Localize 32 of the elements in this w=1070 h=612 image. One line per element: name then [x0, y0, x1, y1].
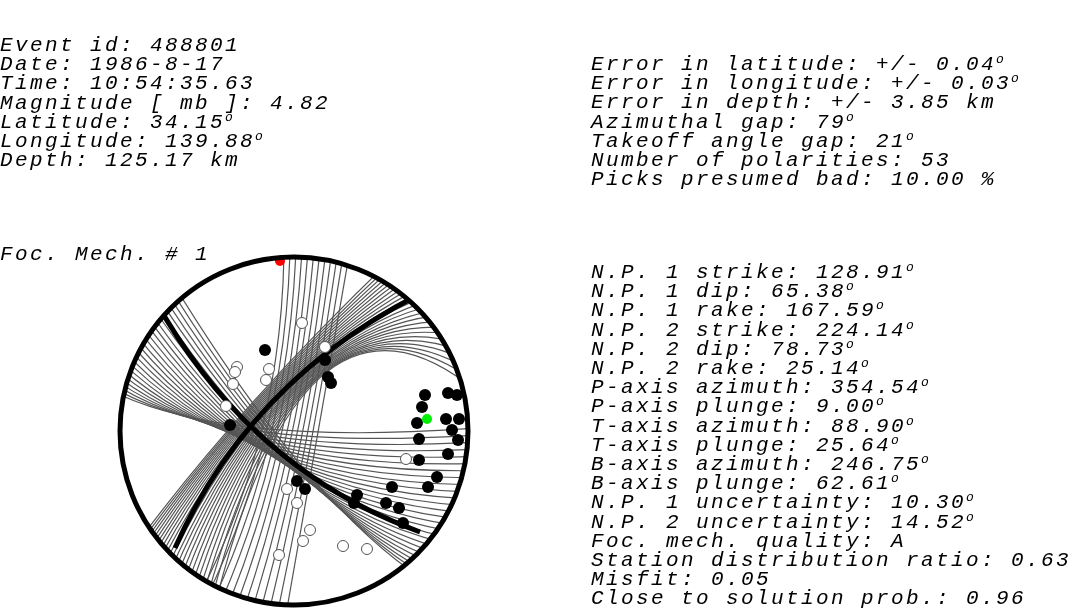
- mechanism-parameter: N.P. 2 strike: 224.14$^{o}$: [591, 320, 917, 340]
- event-parameter: Magnitude [ mb ]: 4.82: [0, 93, 331, 113]
- error-parameter: Error in depth: +/- 3.85 km: [591, 93, 997, 113]
- mechanism-parameter: N.P. 2 rake: 25.14$^{o}$: [591, 359, 872, 378]
- mechanism-parameter: N.P. 1 uncertainty: 10.30$^{o}$: [591, 493, 977, 513]
- mechanism-parameter: B-axis plunge: 62.61$^{o}$: [591, 474, 902, 494]
- error-parameter: Error in latitude: +/- 0.04$^{o}$: [591, 55, 1007, 74]
- error-parameter: Error in longitude: +/- 0.03$^{o}$: [591, 74, 1022, 94]
- mechanism-parameter: Foc. mech. quality: A: [591, 531, 907, 551]
- event-parameter: Date: 1986-8-17: [0, 55, 226, 75]
- mechanism-parameter: N.P. 2 uncertainty: 14.52$^{o}$: [591, 512, 977, 532]
- mechanism-parameter: Misfit: 0.05: [591, 570, 772, 590]
- error-parameter: Azimuthal gap: 79$^{o}$: [591, 112, 857, 132]
- event-parameter: Depth: 125.17 km: [0, 151, 241, 171]
- error-parameter: Picks presumed bad: 10.00 %: [591, 170, 997, 190]
- mechanism-parameter: N.P. 1 rake: 167.59$^{o}$: [591, 301, 887, 321]
- event-parameter: Time: 10:54:35.63: [0, 74, 256, 94]
- event-parameter: Event id: 488801: [0, 36, 241, 55]
- mechanism-parameter: P-axis azimuth: 354.54$^{o}$: [591, 378, 932, 398]
- error-parameter: Takeoff angle gap: 21$^{o}$: [591, 131, 917, 151]
- mechanism-parameter: N.P. 1 strike: 128.91$^{o}$: [591, 263, 917, 282]
- mechanism-parameter: B-axis azimuth: 246.75$^{o}$: [591, 455, 932, 474]
- mechanism-heading: Foc. Mech. # 1: [0, 245, 211, 264]
- mechanism-parameter: N.P. 2 dip: 78.73$^{o}$: [591, 339, 857, 359]
- mechanism-parameter: T-axis plunge: 25.64$^{o}$: [591, 435, 902, 455]
- mechanism-parameter: P-axis plunge: 9.00$^{o}$: [591, 397, 887, 417]
- mechanism-parameter: Close to solution prob.: 0.96: [591, 589, 1027, 609]
- mechanism-parameter: Station distribution ratio: 0.63: [591, 551, 1070, 570]
- error-parameter: Number of polarities: 53: [591, 151, 952, 170]
- event-parameter: Longitude: 139.88$^{o}$: [0, 132, 266, 151]
- mechanism-parameter: N.P. 1 dip: 65.38$^{o}$: [591, 282, 857, 302]
- mechanism-parameter: T-axis azimuth: 88.90$^{o}$: [591, 416, 917, 436]
